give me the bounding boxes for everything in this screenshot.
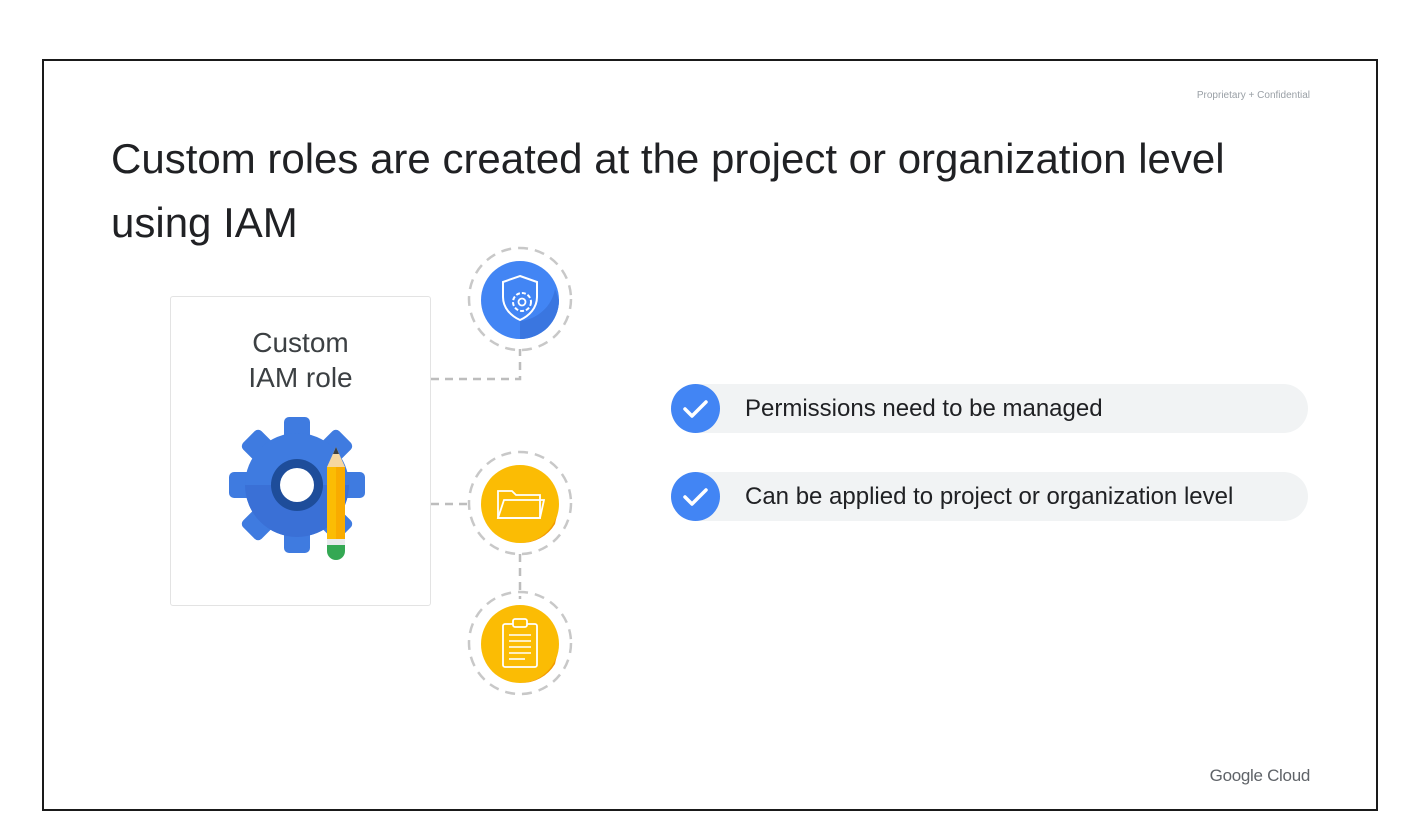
connector-lines [431,349,522,599]
clipboard-icon [467,590,573,696]
point-text: Permissions need to be managed [745,395,1103,422]
custom-role-card: Custom IAM role [170,296,431,606]
confidential-label: Proprietary + Confidential [1196,90,1310,101]
google-cloud-logo: Google Cloud [1209,766,1311,785]
slide-title: Custom roles are created at the project … [111,135,1225,246]
shield-gear-icon [467,246,573,352]
point-item-permissions: Permissions need to be managed [671,384,1308,433]
role-label-line1: Custom [252,327,349,358]
gear-with-pencil-icon [229,417,365,560]
check-icon [671,384,720,433]
folder-icon [467,450,573,556]
point-item-applied: Can be applied to project or organizatio… [671,472,1308,521]
point-text: Can be applied to project or organizatio… [745,483,1234,510]
check-icon [671,472,720,521]
custom-role-label: Custom IAM role [171,325,430,395]
role-label-line2: IAM role [248,362,353,393]
slide: Proprietary + Confidential Custom roles … [42,59,1378,811]
